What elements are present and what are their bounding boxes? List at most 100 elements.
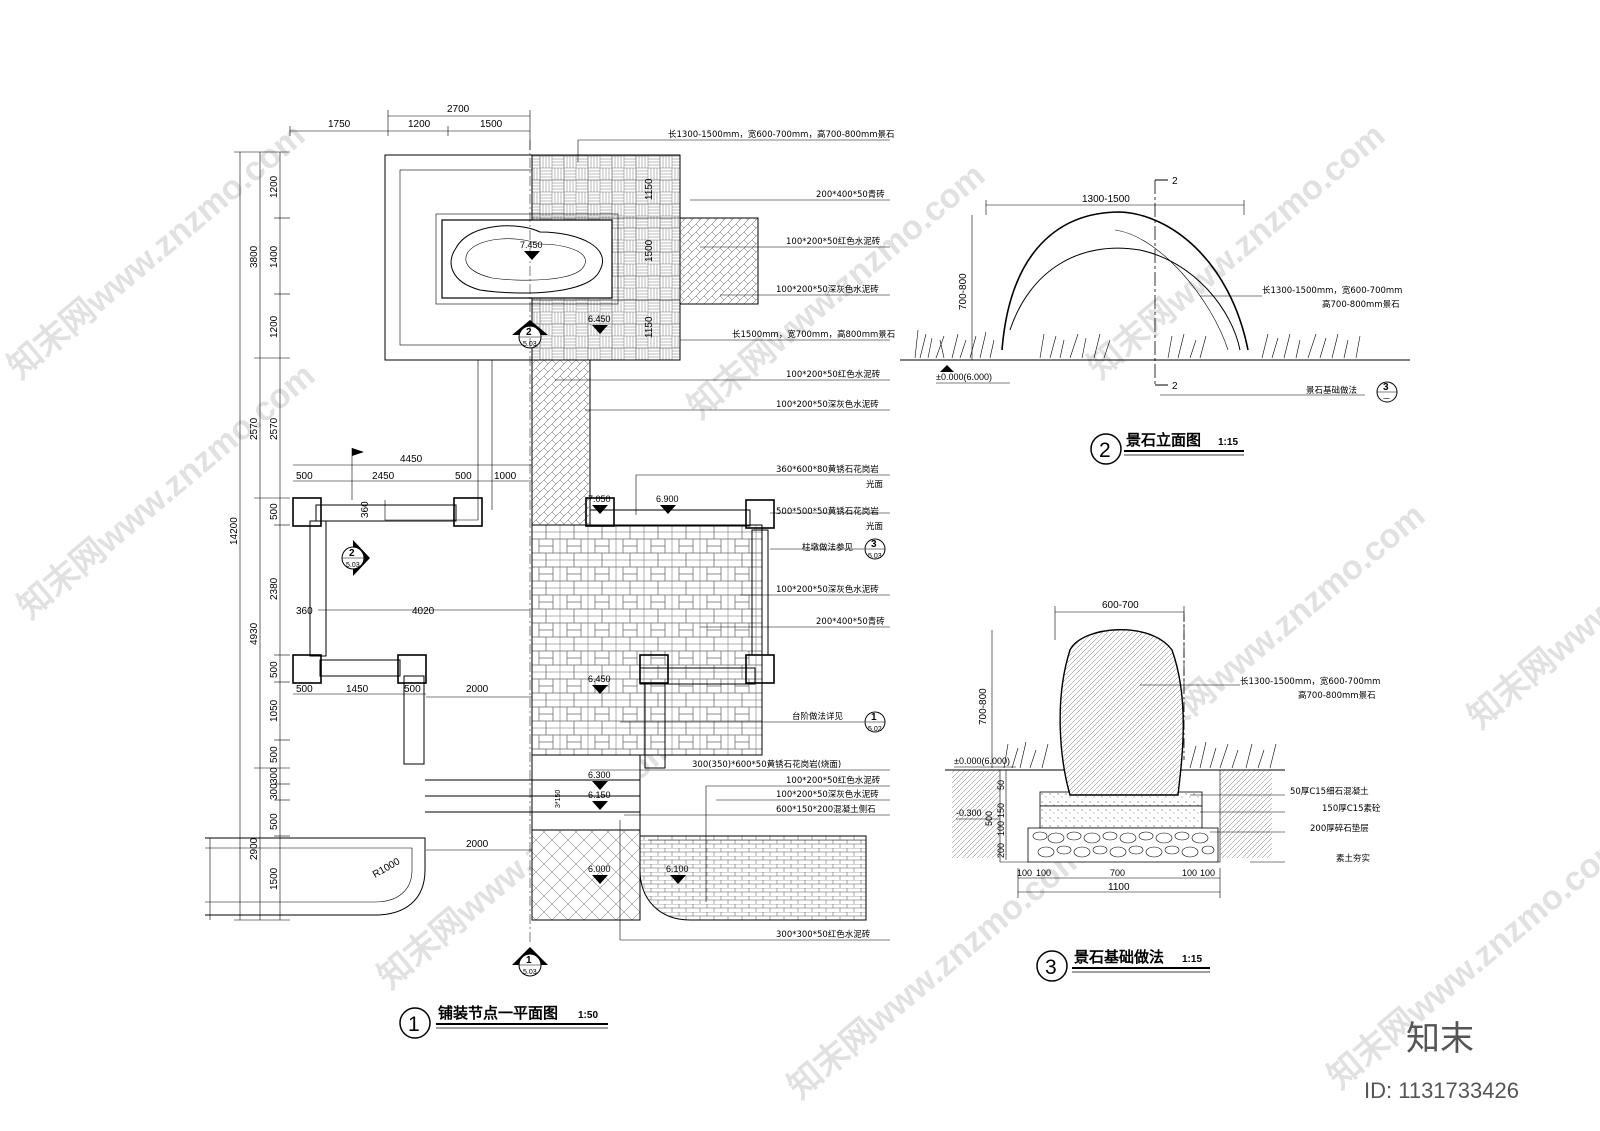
dim-1500: 1500 (480, 119, 503, 130)
found-note: 高700-800mm景石 (1298, 690, 1376, 701)
stone-plaza (384, 154, 759, 361)
note-red-brick: 100*200*50红色水泥砖 (786, 236, 881, 247)
note-blue-brick: 200*400*50青砖 (816, 189, 885, 200)
found-dim-height: 700-800 (978, 688, 989, 725)
dim-1000: 1000 (494, 471, 517, 482)
elev-note: 高700-800mm景石 (1322, 299, 1400, 310)
level-mark: 6.000 (588, 864, 611, 884)
note-granite-finish: 光面 (866, 479, 884, 490)
elev-title-text: 景石立面图 (1126, 431, 1201, 449)
elev-dim-width: 1300-1500 (1082, 194, 1130, 205)
found-bottom-dim: 100 (1036, 868, 1051, 878)
note-step-ref: 台阶做法详见 (792, 711, 844, 722)
ref-tag-num: 1 (871, 712, 877, 723)
stone-foundation: 600-700 700-800 ±0.000(6.000) -0.300 50 … (945, 600, 1381, 982)
dim-1200: 1200 (408, 119, 431, 130)
dim-500: 500 (269, 661, 280, 678)
elev-ref-sheet: 一 (1383, 396, 1390, 403)
dim-2570: 2570 (269, 417, 280, 440)
level-mark: 7.050 (588, 494, 611, 514)
ref-tag: 1 5.03 (512, 947, 548, 977)
dim-4020: 4020 (412, 606, 435, 617)
found-left-dim: 100 (996, 821, 1006, 836)
section-mark: 2 (1172, 176, 1178, 187)
elev-title-num: 2 (1099, 439, 1111, 462)
level-mark: 6.450 (588, 314, 611, 334)
ref-tag: 3 5.03 (864, 538, 886, 560)
watermark-text: 知末网www.znzmo.com (1081, 116, 1392, 386)
dim-500: 500 (455, 471, 472, 482)
watermark-text: 知末网www.znzmo.com (1461, 466, 1600, 736)
level-value: 6.900 (656, 494, 679, 504)
level-value: 6.000 (588, 864, 611, 874)
found-layer: 200厚碎石垫层 (1310, 823, 1369, 834)
level-mark: 6.100 (666, 864, 689, 884)
dim-500: 500 (296, 684, 313, 695)
dim-14200: 14200 (229, 517, 240, 545)
grass-icon (914, 329, 1361, 359)
dim-2380: 2380 (269, 577, 280, 600)
note-grey-brick: 100*200*50深灰色水泥砖 (776, 584, 879, 595)
dim-1200: 1200 (269, 175, 280, 198)
dim-300: 300 (269, 767, 280, 784)
found-layer: 150厚C15素砼 (1322, 803, 1381, 814)
ref-tag-sheet: 5.03 (868, 553, 882, 560)
found-left-dim: 200 (996, 843, 1006, 858)
plan-levels: 7.450 6.450 7.050 6.900 6.450 6.300 (520, 240, 689, 884)
found-bottom-dim: 100 (1200, 868, 1215, 878)
watermark-text: 知末网www.znzmo.com (1, 116, 312, 386)
note-blue-brick: 200*400*50青砖 (816, 616, 885, 627)
dim-2700: 2700 (447, 104, 470, 115)
dim-360: 360 (296, 606, 313, 617)
note-grey-brick: 100*200*50深灰色水泥砖 (776, 284, 879, 295)
dim-2900: 2900 (249, 837, 260, 860)
pergola (292, 497, 775, 769)
central-path (384, 359, 763, 921)
note-red-brick: 100*200*50红色水泥砖 (786, 775, 881, 786)
dim-3800: 3800 (249, 245, 260, 268)
found-dim-width: 600-700 (1102, 600, 1139, 611)
note-pier-ref: 柱墩做法参见 (802, 542, 854, 553)
found-left-dim: 50 (996, 780, 1006, 790)
found-note: 长1300-1500mm，宽600-700mm (1240, 676, 1380, 687)
flag-icon (351, 448, 364, 500)
elev-note: 长1300-1500mm，宽600-700mm (1262, 285, 1402, 296)
level-value: 7.050 (588, 494, 611, 504)
dim-1500: 1500 (644, 239, 655, 262)
found-left-dim-total: 500 (984, 811, 994, 826)
ref-tag-num: 2 (526, 327, 532, 338)
found-level-2: -0.300 (956, 808, 982, 818)
note-grey-brick: 100*200*50深灰色水泥砖 (776, 789, 879, 800)
elev-ref-label: 景石基础做法 (1306, 385, 1357, 396)
dim-2570: 2570 (249, 417, 260, 440)
plan-title-text: 铺装节点一平面图 (438, 1004, 558, 1022)
level-mark: 6.450 (588, 674, 611, 694)
right-paving (639, 835, 867, 921)
ref-tag: 2 5.03 (341, 540, 370, 576)
elev-ref-num: 3 (1383, 382, 1389, 393)
dim-300: 300 (269, 783, 280, 800)
note-red-brick-300: 300*300*50红色水泥砖 (776, 929, 871, 940)
dim-1500: 1500 (269, 867, 280, 890)
dim-1150: 1150 (644, 178, 655, 200)
found-bottom-total: 1100 (1108, 882, 1130, 893)
found-level-1: ±0.000(6.000) (954, 756, 1010, 766)
stone-elevation: 1300-1500 700-800 2 2 ±0.000(6.000) 长130… (900, 176, 1410, 465)
plan-top-dimensions: 2700 1750 1200 1500 (289, 104, 531, 150)
plan-title: 1 铺装节点一平面图 1:50 (399, 1004, 608, 1039)
level-mark: 7.450 (520, 240, 543, 260)
found-layer: 素土夯实 (1336, 853, 1370, 864)
dim-1050: 1050 (269, 699, 280, 722)
dim-steps: 3*150 (555, 790, 562, 808)
level-value: 6.100 (666, 864, 689, 874)
note-granite-2: 500*500*50黄锈石花岗岩 (776, 506, 879, 517)
section-mark: 2 (1172, 381, 1178, 392)
dim-1400: 1400 (269, 245, 280, 268)
level-value: 6.450 (588, 674, 611, 684)
ref-tag-num: 3 (871, 539, 877, 550)
level-mark: 6.150 (588, 790, 611, 810)
dim-360: 360 (360, 501, 371, 518)
found-title-num: 3 (1045, 956, 1057, 979)
note-red-brick: 100*200*50红色水泥砖 (786, 369, 881, 380)
